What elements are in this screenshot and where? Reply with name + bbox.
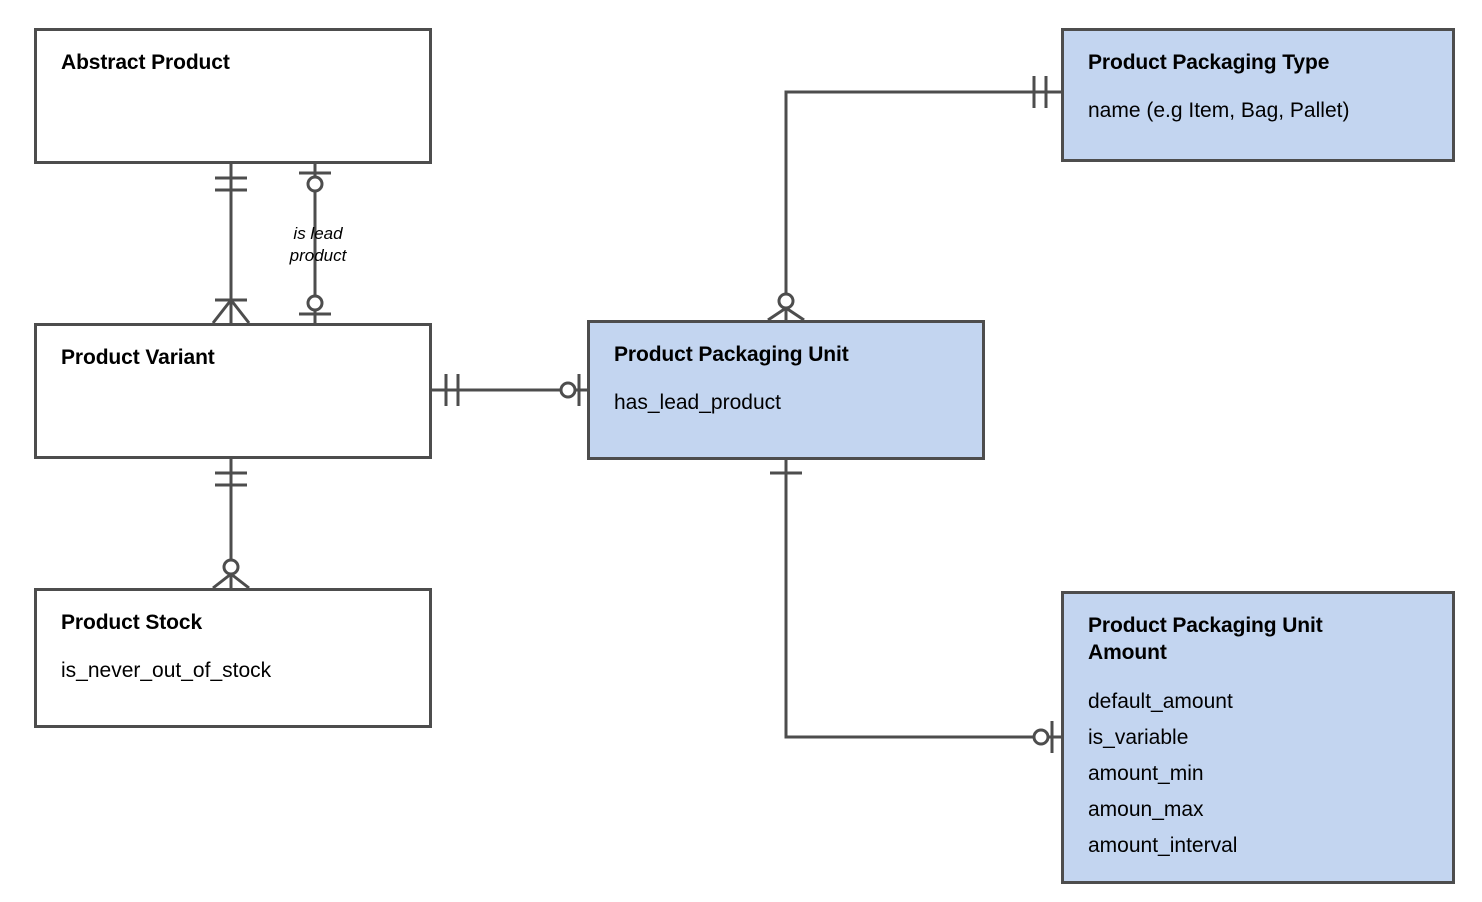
entity-product-variant[interactable]: Product Variant: [34, 323, 432, 459]
entity-title: Product Stock: [61, 611, 203, 634]
entity-product-packaging-type[interactable]: Product Packaging Type name (e.g Item, B…: [1061, 28, 1455, 162]
edge-label-is-lead-product: is lead product: [289, 224, 347, 265]
connector-packaging-unit-packaging-type: [767, 76, 1061, 322]
attribute-item: name (e.g Item, Bag, Pallet): [1088, 99, 1350, 123]
entity-title: Abstract Product: [61, 51, 230, 74]
attribute-list: has_lead_product: [614, 385, 958, 421]
entity-title: Product Packaging Unit Amount: [1088, 614, 1323, 665]
entity-abstract-product[interactable]: Abstract Product: [34, 28, 432, 164]
connector-packaging-unit-unit-amount: [770, 460, 1061, 753]
attribute-item: default_amount: [1088, 689, 1233, 713]
connector-product-variant-product-stock: [212, 459, 250, 590]
entity-product-packaging-unit[interactable]: Product Packaging Unit has_lead_product: [587, 320, 985, 460]
attribute-item: amoun_max: [1088, 797, 1204, 821]
entity-title: Product Variant: [61, 346, 215, 369]
entity-product-packaging-unit-amount[interactable]: Product Packaging Unit Amount default_am…: [1061, 591, 1455, 884]
attribute-list: default_amount is_variable amount_min am…: [1088, 684, 1428, 865]
attribute-item: amount_interval: [1088, 834, 1238, 858]
attribute-item: has_lead_product: [614, 391, 781, 415]
attribute-item: is_never_out_of_stock: [61, 659, 272, 683]
entity-product-stock[interactable]: Product Stock is_never_out_of_stock: [34, 588, 432, 728]
entity-title: Product Packaging Unit: [614, 343, 849, 366]
entity-title: Product Packaging Type: [1088, 51, 1330, 74]
attribute-list: name (e.g Item, Bag, Pallet): [1088, 93, 1428, 129]
attribute-item: is_variable: [1088, 725, 1189, 749]
connector-abstract-product-product-variant: [211, 164, 251, 324]
attribute-list: is_never_out_of_stock: [61, 653, 405, 689]
connector-product-variant-packaging-unit: [432, 374, 587, 406]
attribute-item: amount_min: [1088, 761, 1204, 785]
